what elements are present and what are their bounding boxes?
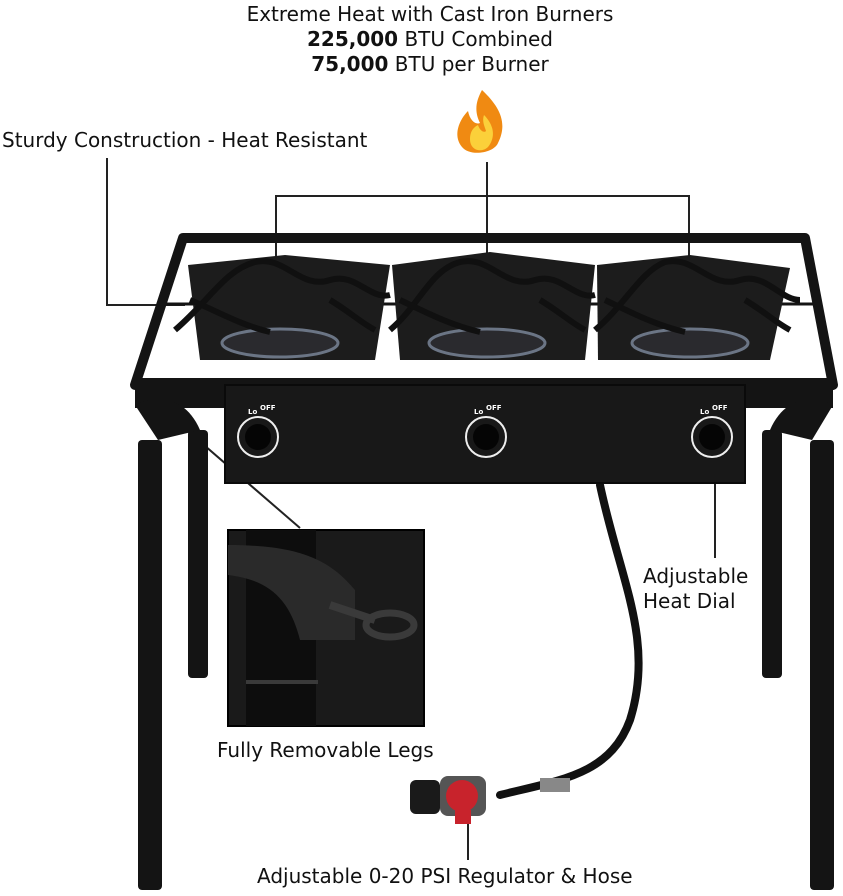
- legs-label: Fully Removable Legs: [217, 738, 434, 762]
- combined-btu-number: 225,000: [307, 27, 399, 51]
- heat-title: Extreme Heat with Cast Iron Burners: [246, 2, 614, 26]
- gas-hose: [496, 481, 643, 799]
- construction-label: Sturdy Construction - Heat Resistant: [2, 128, 368, 152]
- burner-head-1: [220, 327, 340, 359]
- combined-btu: 225,000 BTU Combined: [240, 27, 620, 52]
- knob-2-lo: Lo: [474, 408, 483, 416]
- knob-1-off: OFF: [260, 404, 276, 412]
- pot-supports: [173, 258, 801, 335]
- heat-dial-line1: Adjustable: [643, 564, 749, 588]
- knob-3: Lo OFF: [691, 404, 733, 458]
- knob-3-off: OFF: [712, 404, 728, 412]
- heat-title-block: Extreme Heat with Cast Iron Burners 225,…: [240, 2, 620, 77]
- burner-head-3: [630, 327, 750, 359]
- per-burner-number: 75,000: [311, 52, 389, 76]
- knob-1: Lo OFF: [237, 404, 279, 458]
- back-legs: [188, 430, 782, 678]
- knob-1-lo: Lo: [248, 408, 257, 416]
- per-burner-text: BTU per Burner: [388, 52, 549, 76]
- knob-2-off: OFF: [486, 404, 502, 412]
- heat-dial-label: Adjustable Heat Dial: [643, 564, 748, 614]
- knob-3-lo: Lo: [700, 408, 709, 416]
- combined-btu-text: BTU Combined: [398, 27, 553, 51]
- knob-2: Lo OFF: [465, 404, 507, 458]
- control-panel: Lo OFF Lo OFF Lo OFF: [224, 384, 746, 484]
- per-burner-btu: 75,000 BTU per Burner: [240, 52, 620, 77]
- leg-inset: [227, 529, 425, 727]
- regulator: [410, 776, 570, 824]
- regulator-label: Adjustable 0-20 PSI Regulator & Hose: [257, 864, 633, 888]
- right-bracket: [770, 399, 833, 440]
- left-bracket: [135, 399, 200, 440]
- front-legs: [138, 440, 834, 890]
- stove-frame: [130, 233, 838, 408]
- flame-icon: [457, 90, 503, 153]
- heat-dial-line2: Heat Dial: [643, 589, 736, 613]
- burner-head-2: [427, 327, 547, 359]
